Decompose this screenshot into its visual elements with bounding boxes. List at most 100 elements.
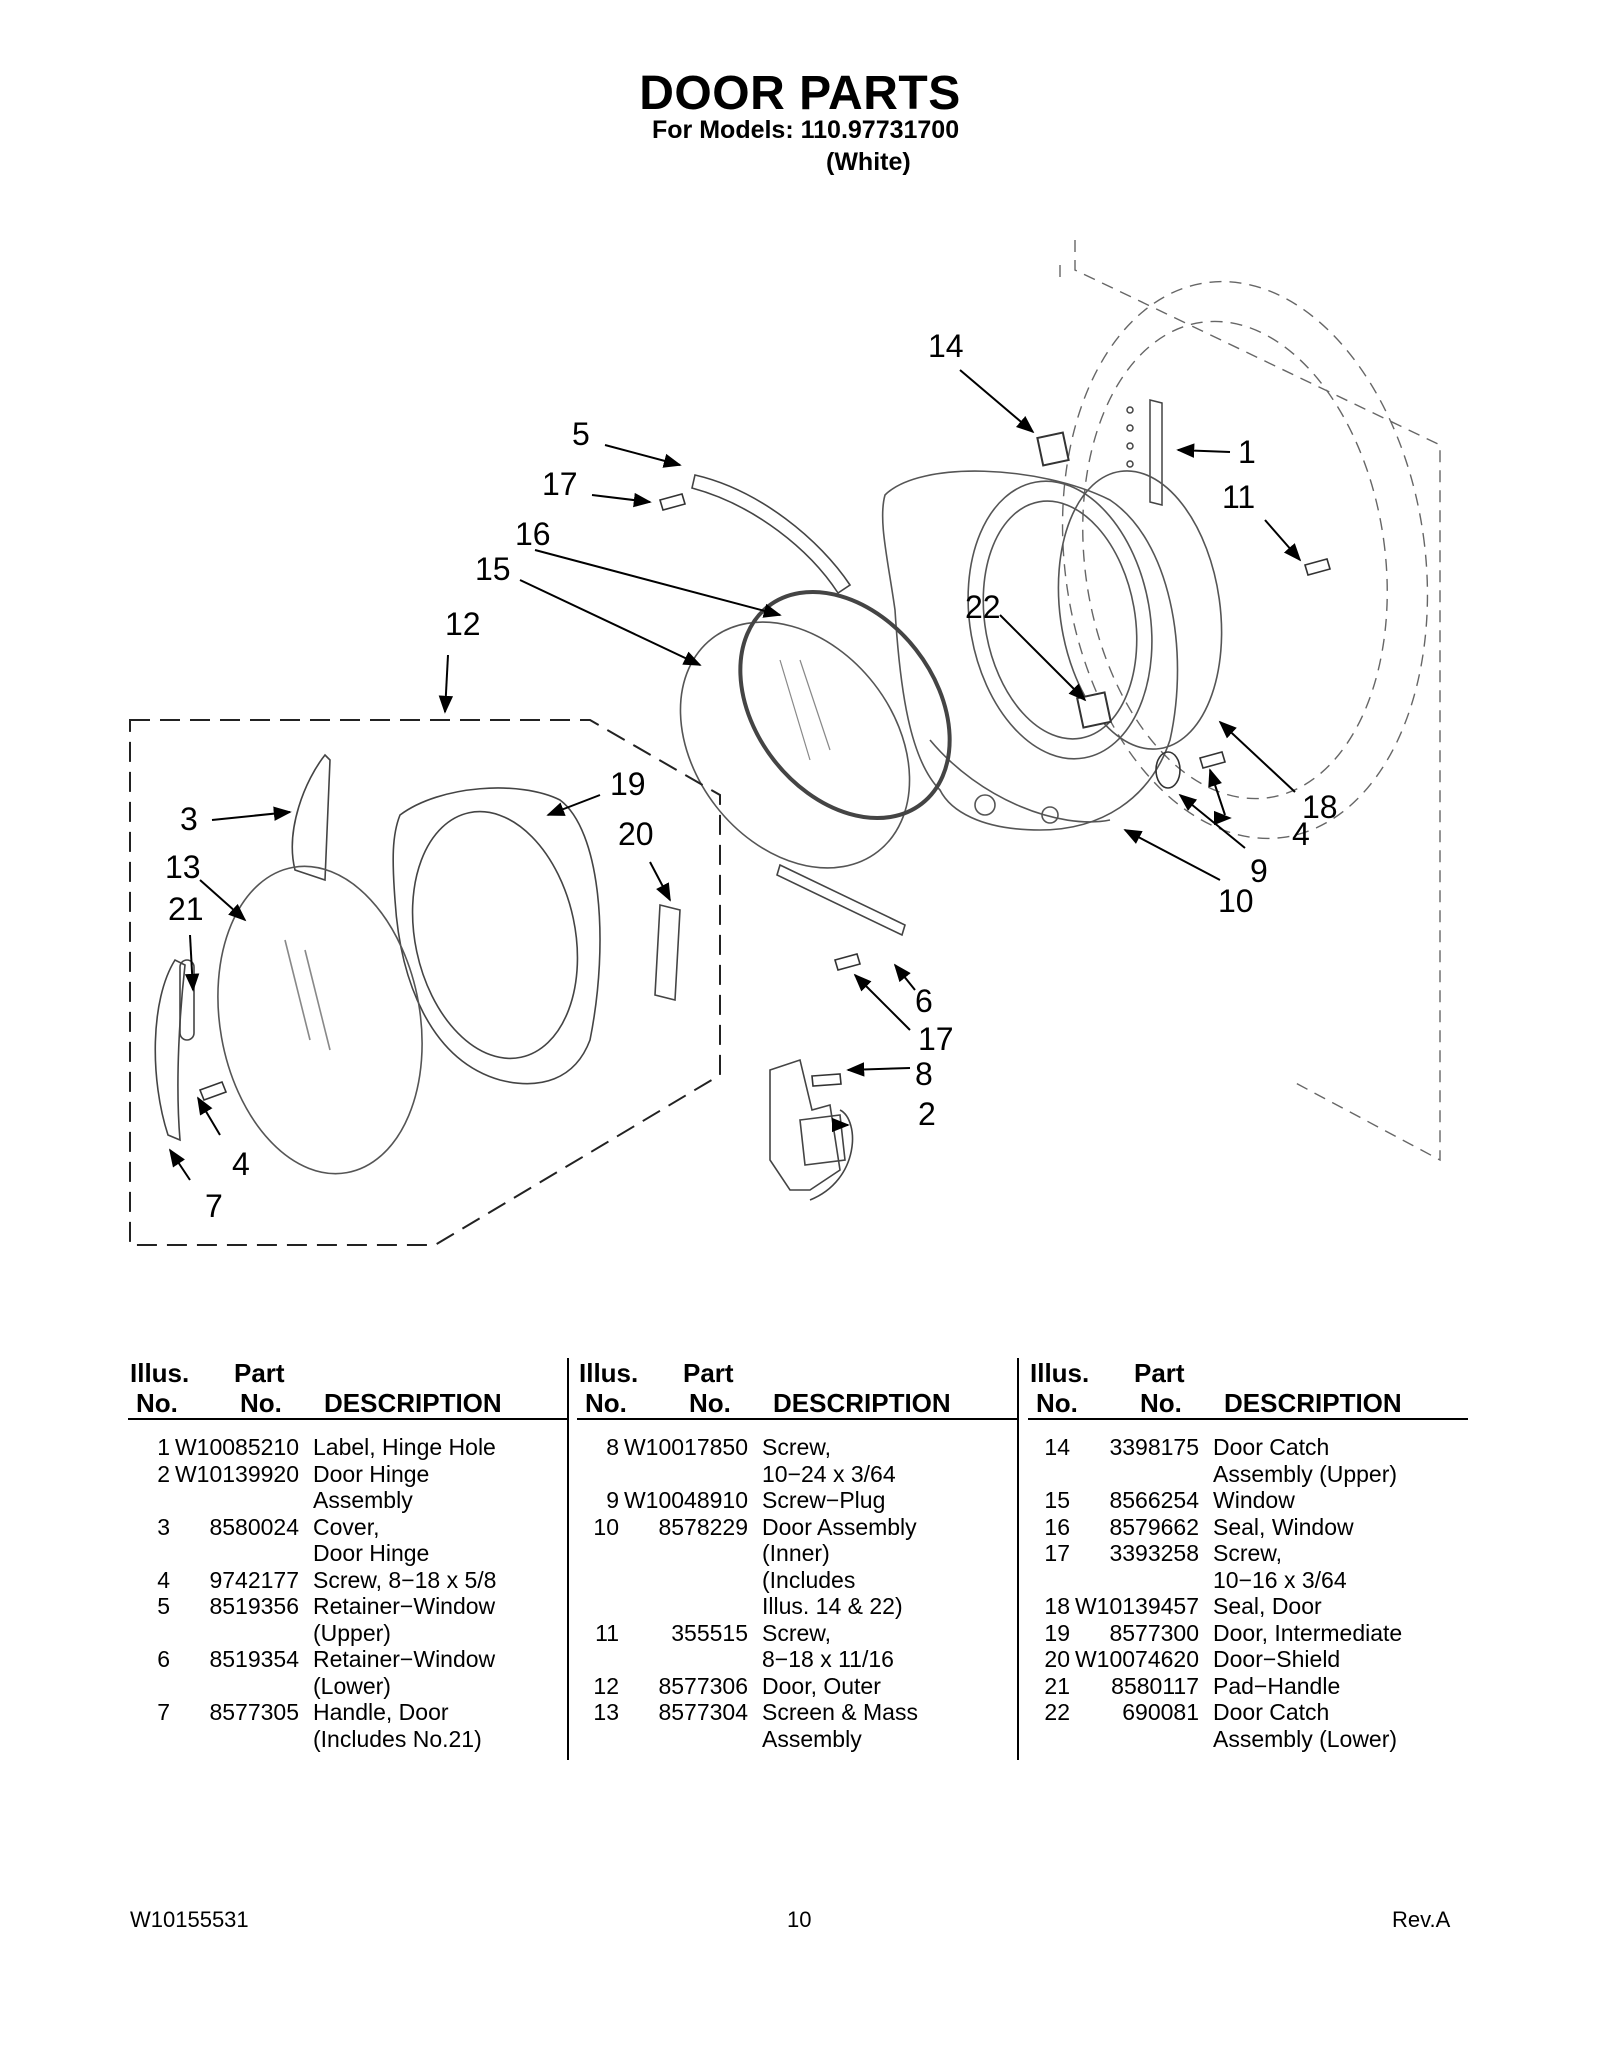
callout-22: 22 <box>965 589 1001 625</box>
header-illus-no: No. <box>1036 1388 1078 1418</box>
callout-5: 5 <box>572 416 590 452</box>
callout-21: 21 <box>168 891 204 927</box>
callout-4-right: 4 <box>1292 816 1310 852</box>
header-illus-no: No. <box>136 1388 178 1418</box>
door-shield-part <box>654 903 681 1002</box>
table-header: Illus. No. Part No. DESCRIPTION <box>128 1358 568 1420</box>
screw-parts <box>198 493 1332 1102</box>
door-handle-part <box>154 958 186 1142</box>
header-illus-no: No. <box>585 1388 627 1418</box>
column-divider <box>1017 1358 1019 1760</box>
callout-7: 7 <box>205 1188 223 1224</box>
header-illus: Illus. <box>579 1358 639 1388</box>
callout-10: 10 <box>1218 883 1254 919</box>
dryer-cabinet-outline <box>1059 240 1441 1162</box>
outer-door-group-outline <box>129 719 721 1246</box>
callout-12: 12 <box>445 606 481 642</box>
callout-3: 3 <box>180 801 198 837</box>
model-variant: (White) <box>826 148 911 176</box>
header-part: Part <box>1134 1358 1185 1388</box>
hinge-hole-label-part <box>1126 399 1163 506</box>
callout-15: 15 <box>475 551 511 587</box>
door-seal-part <box>1057 470 1223 750</box>
window-glare-lines <box>779 659 831 761</box>
upper-window-retainer-part <box>691 474 852 595</box>
intermediate-door-part <box>392 787 601 1085</box>
callout-17-bottom: 17 <box>918 1021 954 1057</box>
callout-numbers: 1 2 3 4 4 5 6 7 8 9 10 11 12 13 14 15 16… <box>165 328 1338 1224</box>
callout-11: 11 <box>1222 479 1255 515</box>
callout-1: 1 <box>1238 434 1256 470</box>
page-number: 10 <box>787 1907 812 1932</box>
callout-6: 6 <box>915 983 933 1019</box>
hinge-cover-part <box>291 753 331 882</box>
table-header: Illus. No. Part No. DESCRIPTION <box>1028 1358 1468 1420</box>
callout-16: 16 <box>515 516 551 552</box>
model-subtitle: For Models: 110.97731700 <box>652 116 960 144</box>
callout-17-top: 17 <box>542 466 578 502</box>
screw-plug-part <box>1155 751 1181 789</box>
header-description: DESCRIPTION <box>773 1388 951 1418</box>
handle-pad-part <box>179 959 195 1041</box>
exploded-parts-diagram: 1 2 3 4 4 5 6 7 8 9 10 11 12 13 14 15 16… <box>129 240 1441 1246</box>
window-part <box>679 621 911 869</box>
header-part: Part <box>683 1358 734 1388</box>
header-part: Part <box>234 1358 285 1388</box>
header-illus: Illus. <box>1030 1358 1090 1388</box>
table-header: Illus. No. Part No. DESCRIPTION <box>577 1358 1017 1420</box>
callout-14: 14 <box>928 328 964 364</box>
header-part-no: No. <box>240 1388 282 1418</box>
page-title: DOOR PARTS <box>639 67 961 120</box>
callout-18: 18 <box>1302 789 1338 825</box>
screen-and-mass-part <box>217 865 423 1175</box>
callout-4-left: 4 <box>232 1146 250 1182</box>
inner-door-assembly-part <box>881 470 1179 831</box>
column-divider <box>567 1358 569 1760</box>
lower-window-retainer-part <box>776 863 906 937</box>
header-part-no: No. <box>1140 1388 1182 1418</box>
callout-leader-lines <box>169 369 1302 1181</box>
revision-label: Rev.A <box>1392 1907 1451 1932</box>
header-illus: Illus. <box>130 1358 190 1388</box>
document-number: W10155531 <box>130 1907 249 1932</box>
callout-19: 19 <box>610 766 646 802</box>
callout-13: 13 <box>165 849 201 885</box>
callout-8: 8 <box>915 1056 933 1092</box>
callout-9: 9 <box>1250 853 1268 889</box>
header-description: DESCRIPTION <box>324 1388 502 1418</box>
header-description: DESCRIPTION <box>1224 1388 1402 1418</box>
callout-20: 20 <box>618 816 654 852</box>
door-hinge-part <box>769 1058 854 1201</box>
callout-2: 2 <box>918 1096 936 1132</box>
upper-door-catch-part <box>1036 431 1070 467</box>
header-part-no: No. <box>689 1388 731 1418</box>
